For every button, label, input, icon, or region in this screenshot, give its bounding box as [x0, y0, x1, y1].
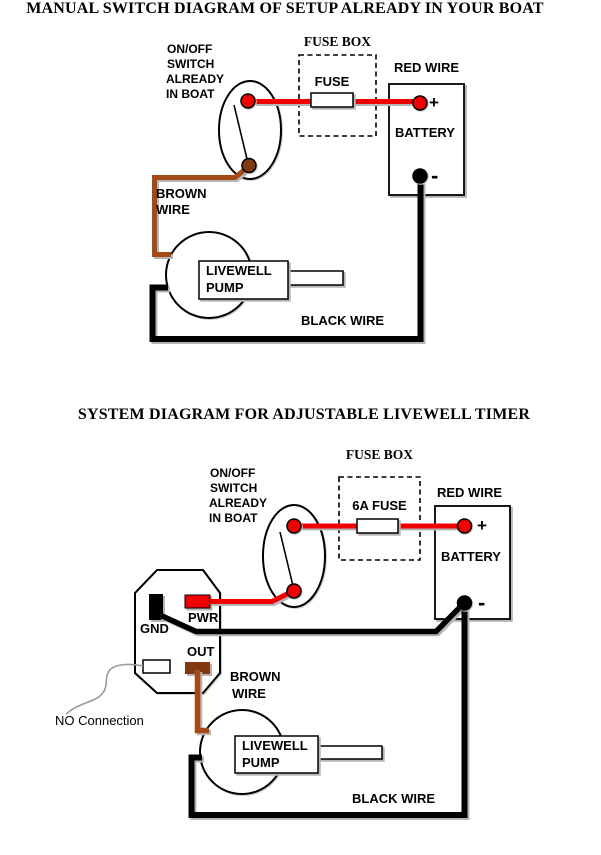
battery-label: BATTERY: [441, 549, 501, 564]
brown-wire: [194, 670, 209, 734]
out-label: OUT: [187, 644, 215, 659]
switch-label-line: SWITCH: [167, 57, 215, 71]
switch-label-line: ON/OFF: [167, 42, 213, 56]
pump-label-box: [198, 260, 289, 300]
battery-positive-dot: [456, 518, 473, 534]
fuse-box-label: FUSE BOX: [303, 34, 372, 49]
brown-wire: [152, 165, 250, 257]
gnd-label: GND: [140, 621, 169, 636]
pump-shaft: [317, 745, 383, 760]
no-connection-pointer-squiggle: [65, 663, 144, 715]
pump-label-box: [234, 735, 319, 774]
fuse-element-box: [356, 518, 399, 534]
battery-minus-sign: -: [431, 163, 439, 188]
battery-minus-sign: -: [478, 590, 486, 615]
brown-wire-label-line: WIRE: [232, 686, 266, 701]
diagram2-title: SYSTEM DIAGRAM FOR ADJUSTABLE LIVEWELL T…: [77, 406, 531, 423]
black-wire: [188, 604, 468, 818]
pump-label-line: LIVEWELL: [206, 263, 272, 278]
diagram1-title: MANUAL SWITCH DIAGRAM OF SETUP ALREADY I…: [26, 0, 544, 17]
switch-label-line: ON/OFF: [210, 466, 256, 480]
pump-label-line: PUMP: [206, 280, 244, 295]
gnd-terminal-pad: [149, 594, 163, 620]
pump-label-line: PUMP: [242, 755, 280, 770]
switch-label-line: ALREADY: [209, 496, 268, 510]
switch-label-line: ALREADY: [166, 72, 225, 86]
switch-bottom-terminal-dot: [241, 157, 257, 174]
pwr-label: PWR: [188, 610, 219, 625]
pwr-terminal-pad: [184, 594, 211, 609]
fuse-box-label: FUSE BOX: [345, 447, 414, 462]
switch-label-line: SWITCH: [210, 481, 258, 495]
switch-top-terminal-dot: [240, 93, 256, 109]
black-wire: [149, 176, 424, 342]
fuse-label: FUSE: [314, 74, 350, 89]
battery-plus-sign: +: [477, 516, 487, 535]
timer-system-diagram: [65, 476, 511, 818]
battery-negative-dot: [456, 595, 473, 611]
fuse-box-dashed-outline: [338, 476, 421, 561]
switch-top-terminal-dot: [286, 518, 302, 534]
pump-shaft: [287, 270, 344, 286]
no-connection-label: NO Connection: [55, 713, 144, 728]
fuse-element-box: [310, 92, 354, 108]
pwr-red-wire: [210, 588, 295, 604]
switch-label-line: IN BOAT: [209, 511, 258, 525]
brown-wire-label-line: WIRE: [156, 202, 190, 217]
switch-bottom-terminal-dot: [286, 583, 302, 599]
red-wire-label: RED WIRE: [394, 60, 459, 75]
switch-lever-line: [233, 104, 248, 160]
battery-positive-dot: [412, 95, 428, 111]
red-wire-label: RED WIRE: [437, 485, 502, 500]
switch-label-line: IN BOAT: [166, 87, 215, 101]
brown-wire-label-line: BROWN: [230, 669, 281, 684]
out-terminal-pad: [185, 662, 210, 674]
no-connection-pad: [142, 659, 171, 674]
pump-label-line: LIVEWELL: [242, 738, 308, 753]
gnd-black-wire: [158, 602, 465, 635]
fuse-box-dashed-outline: [298, 54, 377, 137]
switch-body-ellipse: [262, 504, 326, 608]
fuse-label: 6A FUSE: [352, 498, 407, 513]
black-wire-label: BLACK WIRE: [352, 791, 436, 806]
battery-negative-dot: [412, 168, 428, 184]
brown-wire-label-line: BROWN: [156, 186, 207, 201]
manual-switch-diagram: [149, 54, 465, 342]
switch-lever-line: [279, 531, 294, 587]
black-wire-label: BLACK WIRE: [301, 313, 385, 328]
battery-plus-sign: +: [429, 93, 439, 112]
battery-label: BATTERY: [395, 125, 455, 140]
